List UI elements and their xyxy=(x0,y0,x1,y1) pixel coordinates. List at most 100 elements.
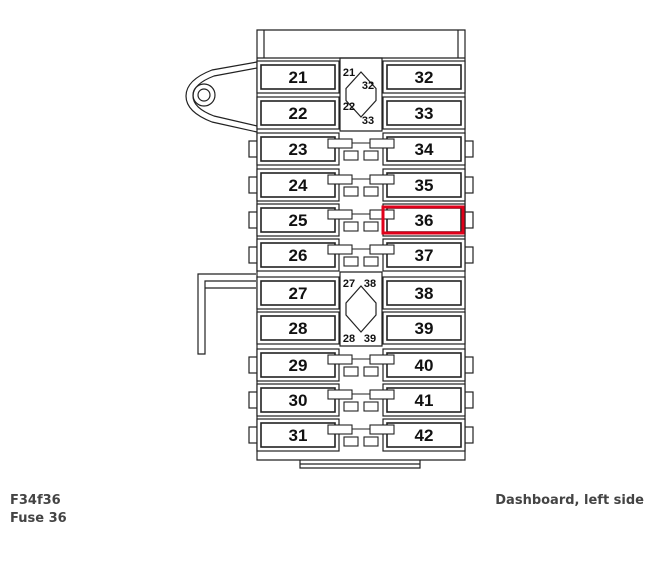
fuse-contacts xyxy=(327,354,395,377)
fuse-body xyxy=(260,64,336,90)
fuse-body xyxy=(386,136,462,162)
location-label: Dashboard, left side xyxy=(495,493,644,508)
housing-notch xyxy=(464,426,474,444)
fuse-contacts xyxy=(327,424,395,447)
fuse-26: 26 xyxy=(256,238,340,272)
component-code: F34f36 xyxy=(10,493,61,508)
housing-notch xyxy=(464,140,474,158)
fuse-30: 30 xyxy=(256,383,340,417)
fuse-body xyxy=(260,207,336,233)
fuse-body xyxy=(386,64,462,90)
highlight-fuse-36-box xyxy=(381,205,465,235)
fuse-body xyxy=(260,136,336,162)
fuse-23: 23 xyxy=(256,132,340,166)
fuse-number: 32 xyxy=(415,68,434,87)
fuse-layer: 21 32 22 33 23 34 24 35 25 36 26 37 27 38 28 39 29 40 30 41… xyxy=(256,60,466,452)
relay-socket xyxy=(339,271,383,347)
fuse-number: 24 xyxy=(289,176,308,195)
fuse-21: 21 xyxy=(256,60,340,94)
fuse-body xyxy=(386,352,462,378)
fuse-number: 26 xyxy=(289,246,308,265)
fuse-number: 31 xyxy=(289,426,308,445)
fuse-31: 31 xyxy=(256,418,340,452)
fuse-32: 32 xyxy=(382,60,466,94)
relay-terminal-label: 28 xyxy=(343,333,355,345)
fuse-number: 29 xyxy=(289,356,308,375)
fuse-29: 29 xyxy=(256,348,340,382)
mounting-lug xyxy=(185,61,258,133)
housing-notch xyxy=(248,140,258,158)
fuse-35: 35 xyxy=(382,168,466,202)
relay-hexagon xyxy=(345,285,377,333)
fuse-number: 25 xyxy=(289,211,308,230)
fuse-body xyxy=(260,387,336,413)
fuse-33: 33 xyxy=(382,96,466,130)
fuse-body xyxy=(260,100,336,126)
fuse-body xyxy=(386,280,462,306)
fuse-number: 34 xyxy=(415,140,434,159)
fuse-number: 41 xyxy=(415,391,434,410)
housing-notch xyxy=(248,211,258,229)
fuse-number: 23 xyxy=(289,140,308,159)
fuse-contacts xyxy=(327,244,395,267)
housing-notch xyxy=(464,176,474,194)
fuse-body xyxy=(260,422,336,448)
housing-notch xyxy=(248,246,258,264)
fuse-27: 27 xyxy=(256,276,340,310)
fuse-box-diagram: 21 32 22 33 23 34 24 35 25 36 26 37 27 38 28 39 29 40 30 41… xyxy=(185,29,474,469)
fuse-number: 42 xyxy=(415,426,434,445)
housing-notch xyxy=(464,246,474,264)
relay-terminal-label: 32 xyxy=(362,80,374,92)
relay-terminal-label: 27 xyxy=(343,278,355,290)
fuse-number: 39 xyxy=(415,319,434,338)
fuse-contacts xyxy=(327,389,395,412)
fuse-body xyxy=(386,315,462,341)
fuse-number: 27 xyxy=(289,284,308,303)
fuse-36: 36 xyxy=(382,203,466,237)
relay-area xyxy=(339,57,383,347)
fuse-body xyxy=(386,422,462,448)
relay-terminal-label: 39 xyxy=(364,333,376,345)
fuse-40: 40 xyxy=(382,348,466,382)
fuse-number: 22 xyxy=(289,104,308,123)
fuse-number: 28 xyxy=(289,319,308,338)
fuse-body xyxy=(386,242,462,268)
fuse-42: 42 xyxy=(382,418,466,452)
relay-socket xyxy=(339,57,383,132)
fuse-22: 22 xyxy=(256,96,340,130)
fuse-24: 24 xyxy=(256,168,340,202)
relay-block-lower xyxy=(339,271,383,347)
fuse-body xyxy=(260,315,336,341)
fuse-contacts xyxy=(327,174,395,197)
housing-notch xyxy=(464,391,474,409)
relay-terminal-label: 22 xyxy=(343,101,355,113)
fuse-body xyxy=(260,352,336,378)
housing-notch xyxy=(248,356,258,374)
fuse-body xyxy=(260,280,336,306)
fuse-body xyxy=(260,242,336,268)
relay-hexagon xyxy=(345,71,377,118)
fuse-number: 40 xyxy=(415,356,434,375)
fuse-37: 37 xyxy=(382,238,466,272)
fuse-number: 35 xyxy=(415,176,434,195)
fuse-contacts xyxy=(327,138,395,161)
fuse-label: Fuse 36 xyxy=(10,511,67,526)
fuse-25: 25 xyxy=(256,203,340,237)
fuse-number: 36 xyxy=(415,211,434,230)
fuse-number: 33 xyxy=(415,104,434,123)
fuse-number: 30 xyxy=(289,391,308,410)
housing-notch xyxy=(248,176,258,194)
fuse-number: 37 xyxy=(415,246,434,265)
fuse-body xyxy=(386,172,462,198)
housing-notch xyxy=(464,356,474,374)
fuse-body xyxy=(386,100,462,126)
fuse-39: 39 xyxy=(382,311,466,345)
housing-notch xyxy=(464,211,474,229)
relay-block-upper xyxy=(339,57,383,132)
housing-notch xyxy=(248,391,258,409)
fuse-number: 21 xyxy=(289,68,308,87)
fuse-41: 41 xyxy=(382,383,466,417)
fuse-body xyxy=(260,172,336,198)
relay-terminal-label: 38 xyxy=(364,278,376,290)
